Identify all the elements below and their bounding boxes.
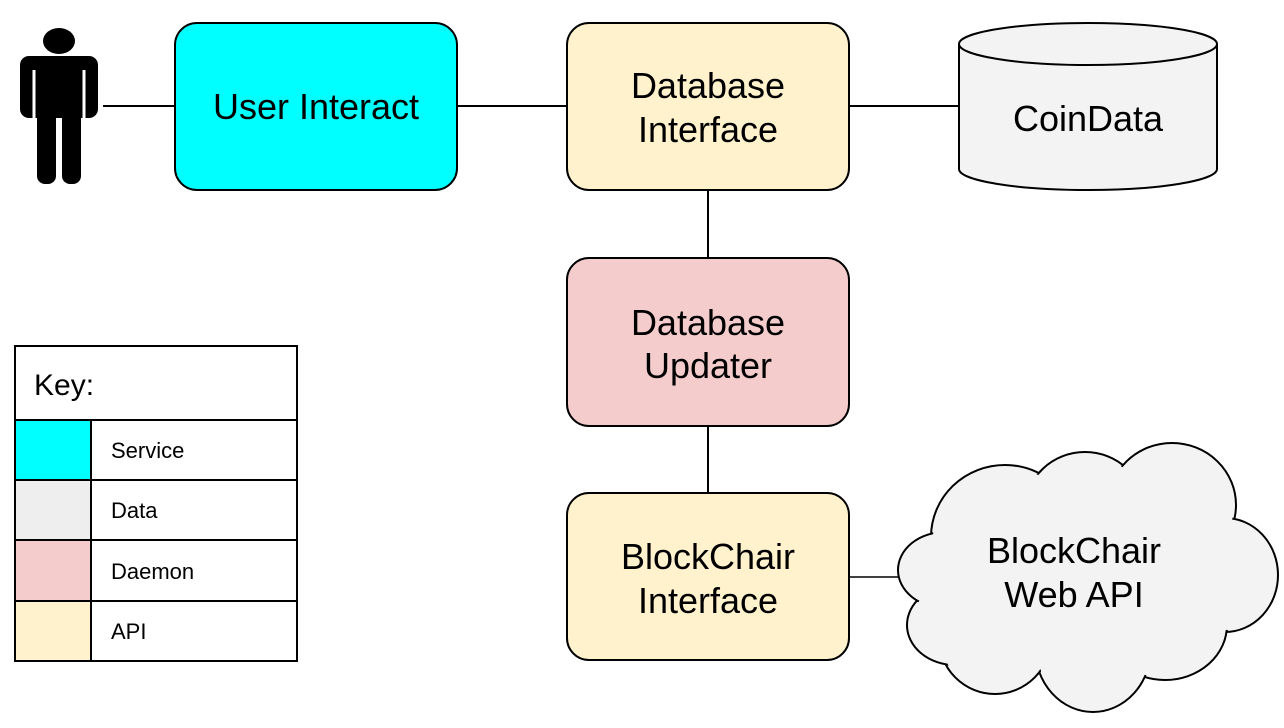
- blockchair-interface-label-line-2: Interface: [638, 580, 778, 621]
- connectors: [103, 105, 959, 578]
- legend-item-service: Service: [14, 419, 298, 481]
- legend-item-daemon: Daemon: [14, 539, 298, 602]
- node-blockchair-web-api: BlockChair Web API: [897, 442, 1279, 713]
- legend-label-data: Data: [111, 498, 158, 523]
- blockchair-web-api-label-line-2: Web API: [1004, 574, 1143, 615]
- blockchair-interface-box: [566, 492, 850, 661]
- legend-label-api: API: [111, 619, 146, 644]
- legend-label-daemon: Daemon: [111, 559, 194, 584]
- database-interface-box: [566, 22, 850, 191]
- node-user-interact: User Interact: [174, 22, 458, 191]
- user-interact-box: [174, 22, 458, 191]
- node-coindata: CoinData: [958, 22, 1218, 191]
- legend-swatch-service: [14, 419, 92, 481]
- person-icon: [20, 28, 98, 184]
- legend-item-api: API: [14, 600, 298, 662]
- legend: Key: Service Data Daemon API: [14, 345, 298, 662]
- node-database-interface: Database Interface: [566, 22, 850, 191]
- coindata-cylinder-top: [958, 22, 1218, 66]
- node-blockchair-interface: BlockChair Interface: [566, 492, 850, 661]
- database-updater-label-line-1: Database: [631, 302, 785, 343]
- blockchair-interface-label-line-1: BlockChair: [621, 536, 795, 577]
- legend-swatch-data: [14, 479, 92, 541]
- blockchair-web-api-label-line-1: BlockChair: [987, 530, 1161, 571]
- user-interact-label: User Interact: [213, 86, 419, 127]
- legend-label-service: Service: [111, 438, 184, 463]
- coindata-label: CoinData: [1013, 98, 1164, 139]
- database-interface-label-line-2: Interface: [638, 109, 778, 150]
- coindata-cylinder-body: [958, 44, 1218, 191]
- legend-item-data: Data: [14, 479, 298, 541]
- database-updater-label-line-2: Updater: [644, 345, 772, 386]
- legend-swatch-daemon: [14, 539, 92, 602]
- database-updater-box: [566, 257, 850, 427]
- node-database-updater: Database Updater: [566, 257, 850, 427]
- legend-swatch-api: [14, 600, 92, 662]
- legend-title: Key:: [34, 369, 94, 402]
- database-interface-label-line-1: Database: [631, 65, 785, 106]
